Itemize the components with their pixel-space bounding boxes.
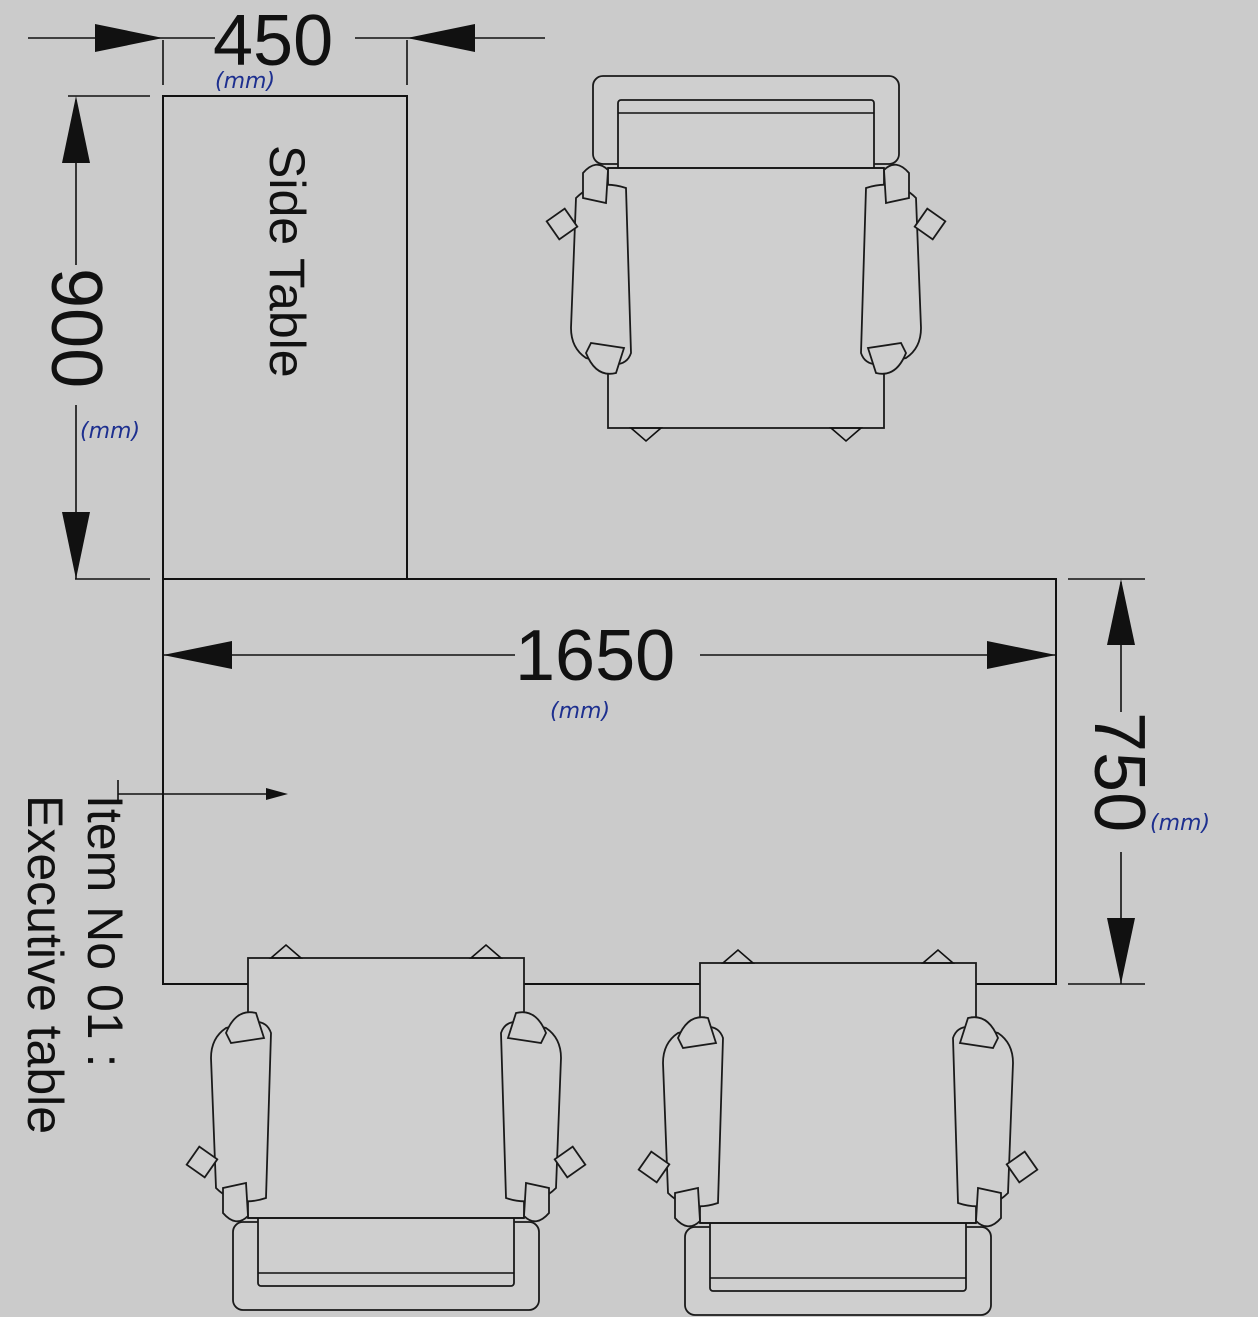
chair-bottom-right bbox=[637, 949, 1039, 1316]
dim-750-value: 750 bbox=[1079, 712, 1159, 832]
executive-table-outline bbox=[162, 578, 1057, 985]
chair-top bbox=[545, 75, 947, 442]
dim-450: 450 (mm) bbox=[28, 1, 545, 94]
dim-900: 900 (mm) bbox=[36, 95, 150, 580]
item-label-line2: Executive table bbox=[17, 795, 73, 1134]
dim-450-value: 450 bbox=[213, 1, 333, 81]
dim-1650-value: 1650 bbox=[515, 616, 675, 696]
dim-1650-unit: (mm) bbox=[550, 699, 610, 724]
item-label-line1: Item No 01 : bbox=[77, 795, 133, 1067]
dim-750-unit: (mm) bbox=[1150, 811, 1210, 836]
side-table-label: Side Table bbox=[259, 145, 315, 378]
dim-1650: 1650 (mm) bbox=[163, 616, 1056, 724]
dim-750: 750 (mm) bbox=[1068, 578, 1210, 985]
dim-900-value: 900 bbox=[36, 268, 116, 388]
chair-bottom-left bbox=[185, 944, 587, 1311]
item-leader bbox=[117, 780, 288, 800]
dim-900-unit: (mm) bbox=[80, 419, 140, 444]
dim-450-unit: (mm) bbox=[215, 69, 275, 94]
